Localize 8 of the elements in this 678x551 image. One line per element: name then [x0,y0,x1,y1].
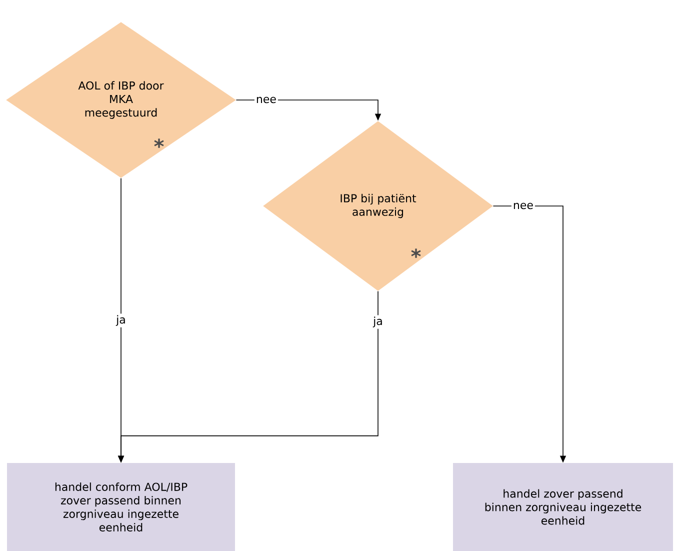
edge-label: nee [511,201,535,211]
edge-label: ja [372,315,384,329]
process-box: handel zover passend binnen zorgniveau ingezette eenheid [453,463,673,551]
asterisk: * [154,138,164,148]
edge-label: ja [114,314,128,328]
edge-label: nee [254,95,278,105]
process-box: handel conform AOL/IBP zover passend binnen zorgniveau ingezette eenheid [7,463,235,551]
asterisk: * [411,248,421,258]
